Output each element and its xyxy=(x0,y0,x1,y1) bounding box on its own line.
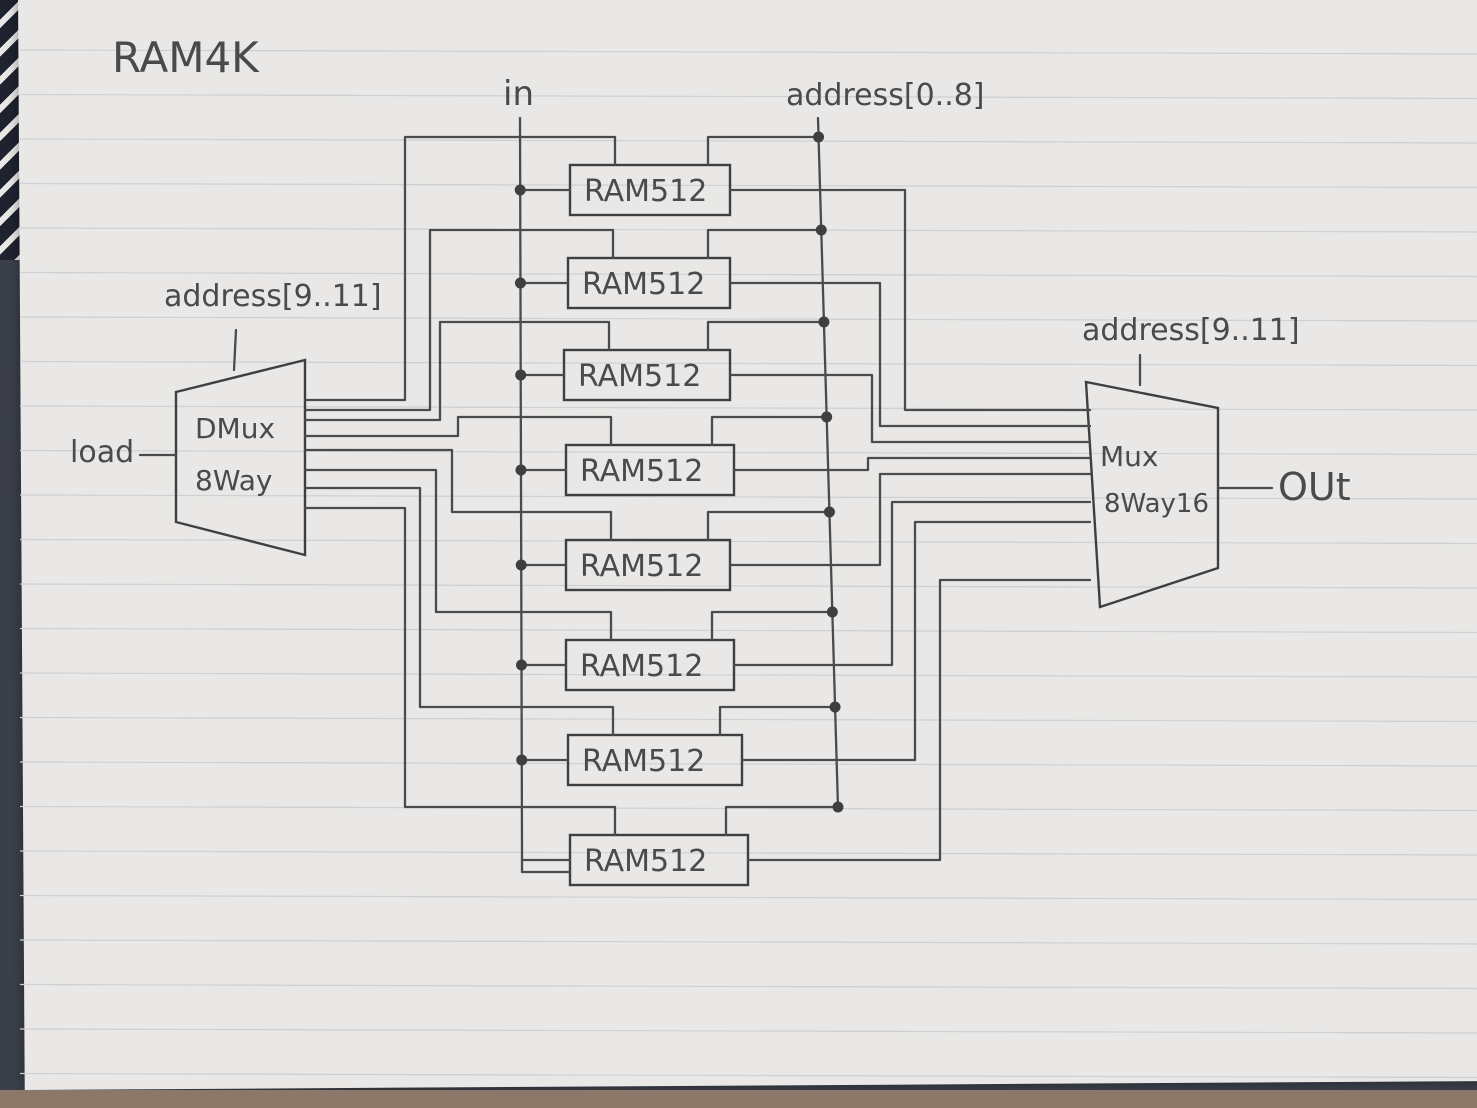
in-junction-dot xyxy=(514,277,526,289)
load-wire xyxy=(303,506,617,837)
dmux-address-label: address[9..11] xyxy=(164,279,382,314)
ruled-line xyxy=(19,316,1477,322)
ram512-label: RAM512 xyxy=(582,744,705,779)
ruled-lines xyxy=(19,49,1477,1079)
ruled-line xyxy=(19,93,1477,100)
address-tap-wire xyxy=(706,510,831,542)
in-junction-dot xyxy=(515,559,527,571)
address-junction-dot xyxy=(815,224,827,236)
ram-output-wire xyxy=(728,188,1092,412)
ruled-line xyxy=(19,271,1477,278)
output-wires xyxy=(728,188,1092,862)
load-wire xyxy=(303,486,615,737)
ram-output-wire xyxy=(740,520,1092,762)
ram512-label: RAM512 xyxy=(582,267,705,302)
address-tap-wire xyxy=(710,415,828,447)
ram512-block: RAM512 xyxy=(515,506,835,592)
ram512-label: RAM512 xyxy=(580,549,703,584)
dmux-label-1: DMux xyxy=(195,412,275,445)
mux-address-label: address[9..11] xyxy=(1082,313,1300,348)
ram512-block: RAM512 xyxy=(515,316,830,402)
in-junction-dot xyxy=(515,369,527,381)
ruled-line xyxy=(19,761,1477,767)
load-wire xyxy=(303,415,613,447)
ram-output-wire xyxy=(728,281,1092,428)
ram512-label: RAM512 xyxy=(584,844,707,879)
ruled-line xyxy=(19,449,1477,456)
address-tap-wire xyxy=(706,228,823,260)
ruled-line xyxy=(19,405,1477,411)
ruled-line xyxy=(19,538,1477,545)
ram512-label: RAM512 xyxy=(580,649,703,684)
ruled-line xyxy=(19,894,1477,901)
ruled-line xyxy=(19,49,1477,55)
address-tap-wire xyxy=(706,135,820,167)
table-surface xyxy=(0,1090,1477,1108)
ram512-block: RAM512 xyxy=(515,411,833,497)
mux-label-2: 8Way16 xyxy=(1104,489,1209,519)
ruled-line xyxy=(19,805,1477,812)
ruled-line xyxy=(19,627,1477,634)
in-junction-dot xyxy=(515,464,527,476)
load-wire xyxy=(303,468,613,642)
ram512-blocks: RAM512RAM512RAM512RAM512RAM512RAM512RAM5… xyxy=(514,131,844,887)
address-low-label: address[0..8] xyxy=(786,78,985,113)
address-junction-dot xyxy=(829,701,841,713)
ram512-block: RAM512 xyxy=(514,131,825,217)
address-junction-dot xyxy=(832,801,844,813)
ram512-block: RAM512 xyxy=(514,224,827,310)
load-label: load xyxy=(70,435,134,470)
out-label: OUt xyxy=(1278,465,1351,509)
ram-output-wire xyxy=(728,472,1092,567)
ram512-label: RAM512 xyxy=(578,359,701,394)
in-bus-tail xyxy=(520,846,572,874)
in-junction-dot xyxy=(516,754,528,766)
address-tap-wire xyxy=(710,610,834,642)
ruled-line xyxy=(19,983,1477,990)
ram512-block: RAM512 xyxy=(516,701,841,787)
address-tap-wire xyxy=(706,320,826,352)
ruled-line xyxy=(19,672,1477,678)
load-wire xyxy=(303,320,611,422)
address-junction-dot xyxy=(821,411,833,423)
ruled-line xyxy=(19,1072,1477,1079)
mux8way16-block xyxy=(1084,380,1220,609)
ram-output-wire xyxy=(728,373,1092,444)
ram-output-wire xyxy=(732,500,1092,667)
dmux-label-2: 8Way xyxy=(195,464,272,497)
ram512-block: RAM512 xyxy=(515,606,838,692)
ram512-label: RAM512 xyxy=(584,174,707,209)
ruled-line xyxy=(19,1028,1477,1034)
dmux8way-block xyxy=(174,358,307,557)
address-tap-wire xyxy=(718,705,837,737)
load-wire xyxy=(303,448,613,542)
diagram-title: RAM4K xyxy=(112,33,260,82)
in-junction-dot xyxy=(515,659,527,671)
ram-output-wire xyxy=(746,578,1092,862)
ruled-line xyxy=(19,360,1477,367)
address-junction-dot xyxy=(813,131,825,143)
ruled-line xyxy=(19,583,1477,589)
address-junction-dot xyxy=(826,606,838,618)
load-wire xyxy=(303,228,615,412)
ram-output-wire xyxy=(732,456,1092,472)
ruled-line xyxy=(19,716,1477,723)
address-junction-dot xyxy=(823,506,835,518)
address-tap-wire xyxy=(724,805,840,837)
in-bus xyxy=(518,116,524,850)
address-junction-dot xyxy=(818,316,830,328)
load-wire xyxy=(303,135,617,402)
ram512-label: RAM512 xyxy=(580,454,703,489)
mux-label-1: Mux xyxy=(1100,440,1158,473)
ruled-line xyxy=(19,939,1477,945)
in-junction-dot xyxy=(514,184,526,196)
ruled-line xyxy=(19,138,1477,144)
ruled-line xyxy=(19,494,1477,500)
load-wires xyxy=(303,135,617,874)
dmux-select-wire xyxy=(232,328,238,372)
in-label: in xyxy=(503,74,534,114)
ruled-line xyxy=(19,182,1477,189)
